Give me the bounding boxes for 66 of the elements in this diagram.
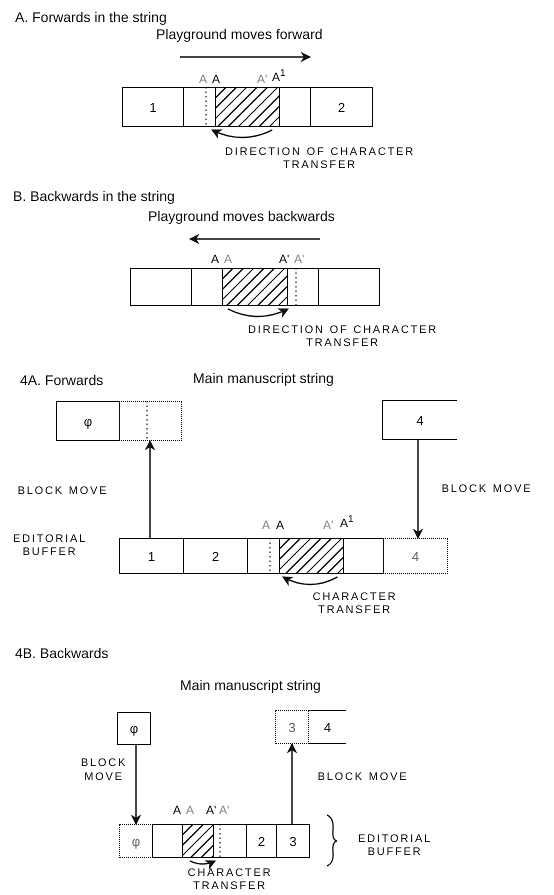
marker-letter: A [199, 72, 208, 87]
arrow [282, 576, 338, 586]
marker-letter: A' [294, 252, 304, 267]
hatched-cell [222, 268, 288, 306]
annotation-text: EDITORIAL BUFFER [12, 533, 88, 560]
arrow [412, 440, 424, 540]
marker-letter: A [211, 252, 220, 267]
marker-letter: A$^{1}$ [272, 68, 286, 85]
section-heading: B. Backwards in the string [13, 188, 175, 206]
string-cell: φ [56, 401, 120, 441]
open-cell: 4 [309, 710, 346, 744]
hatched-cell [182, 824, 214, 858]
caption-text: Main manuscript string [193, 370, 334, 388]
annotation-text: DIRECTION OF CHARACTER TRANSFER [224, 146, 416, 172]
arrow [144, 440, 156, 538]
arrow [228, 308, 289, 318]
edge-label: BLOCK MOVE [80, 756, 128, 785]
string-cell: φ [117, 712, 151, 745]
marker-letter: A [224, 252, 232, 267]
section-heading: A. Forwards in the string [15, 9, 167, 26]
string-cell: 1 [119, 538, 184, 574]
arrow [190, 860, 216, 870]
caption-text: Main manuscript string [180, 677, 321, 694]
section-heading: 4A. Forwards [20, 372, 104, 390]
edge-label: BLOCK MOVE [316, 770, 410, 784]
string-cell: 3 [276, 824, 310, 858]
string-cell: 2 [310, 87, 373, 127]
marker-letter: A [262, 518, 270, 533]
annotation-text: DIRECTION OF CHARACTER TRANSFER [247, 324, 439, 350]
annotation-text: CHARACTER TRANSFER [186, 867, 274, 894]
annotation-text: EDITORIAL BUFFER [356, 833, 434, 860]
marker-letter: A' [279, 252, 290, 267]
marker-letter: A [276, 518, 284, 533]
open-cell: 4 [382, 400, 457, 440]
string-cell [130, 268, 192, 306]
marker-letter: A [186, 803, 194, 818]
caption-text: Playground moves backwards [148, 208, 335, 226]
string-cell [287, 268, 319, 306]
edge-label: BLOCK MOVE [16, 484, 110, 498]
ghost-cell [119, 401, 182, 441]
edge-label: BLOCK MOVE [440, 482, 534, 496]
ghost-cell: φ [119, 824, 153, 858]
ghost-cell: 4 [383, 538, 448, 574]
string-cell [279, 87, 311, 127]
string-cell [318, 268, 380, 306]
arrow [211, 129, 273, 139]
caption-text: Playground moves forward [156, 26, 323, 44]
annotation-text: CHARACTER TRANSFER [312, 591, 398, 618]
arrow [286, 742, 298, 824]
string-cell: 1 [122, 87, 184, 127]
string-cell [343, 538, 384, 574]
ghost-cell: 3 [275, 710, 309, 744]
hatched-cell [215, 87, 280, 127]
marker-letter: A [173, 803, 182, 818]
hatched-cell [279, 538, 344, 574]
section-heading: 4B. Backwards [15, 645, 108, 662]
marker-letter: A$^{1}$ [340, 514, 354, 531]
marker-letter: A' [257, 72, 268, 87]
marker-letter: A' [219, 803, 230, 818]
marker-letter: A' [323, 518, 334, 533]
marker-letter: A [212, 72, 220, 87]
string-cell: 2 [246, 824, 277, 858]
string-cell: 2 [183, 538, 248, 574]
marker-letter: A' [206, 803, 216, 818]
arrow [130, 745, 142, 826]
string-cell [213, 824, 247, 858]
